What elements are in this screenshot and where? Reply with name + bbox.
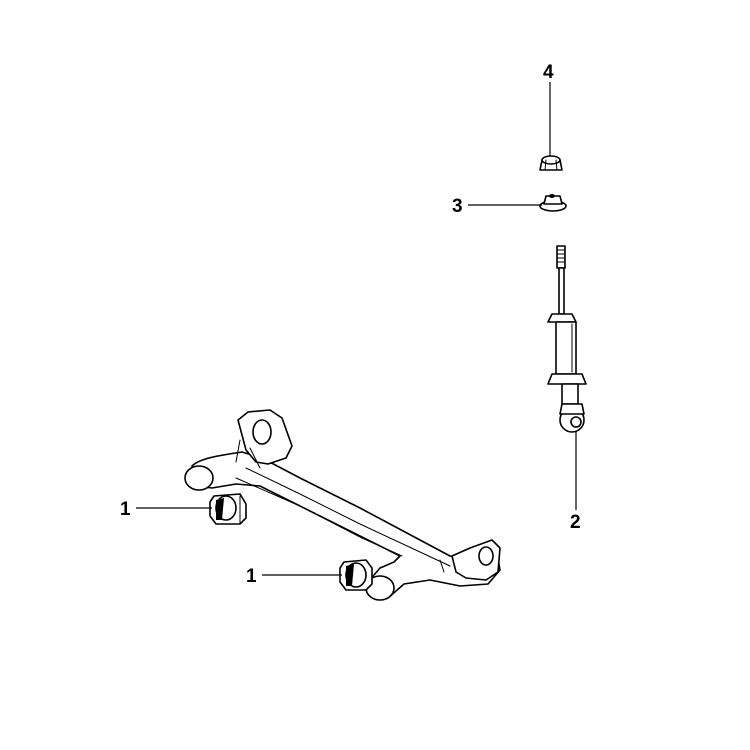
callout-2: 2 bbox=[570, 512, 581, 533]
nut bbox=[539, 155, 563, 171]
callout-3: 3 bbox=[452, 196, 463, 217]
callout-1-lower: 1 bbox=[246, 566, 257, 587]
bushing-upper bbox=[209, 493, 247, 525]
bushing-lower bbox=[339, 559, 373, 591]
washer bbox=[539, 194, 567, 212]
shock-absorber bbox=[547, 245, 587, 433]
callout-1-upper: 1 bbox=[120, 499, 131, 520]
leader-lines bbox=[136, 82, 577, 576]
callout-4: 4 bbox=[543, 62, 554, 83]
